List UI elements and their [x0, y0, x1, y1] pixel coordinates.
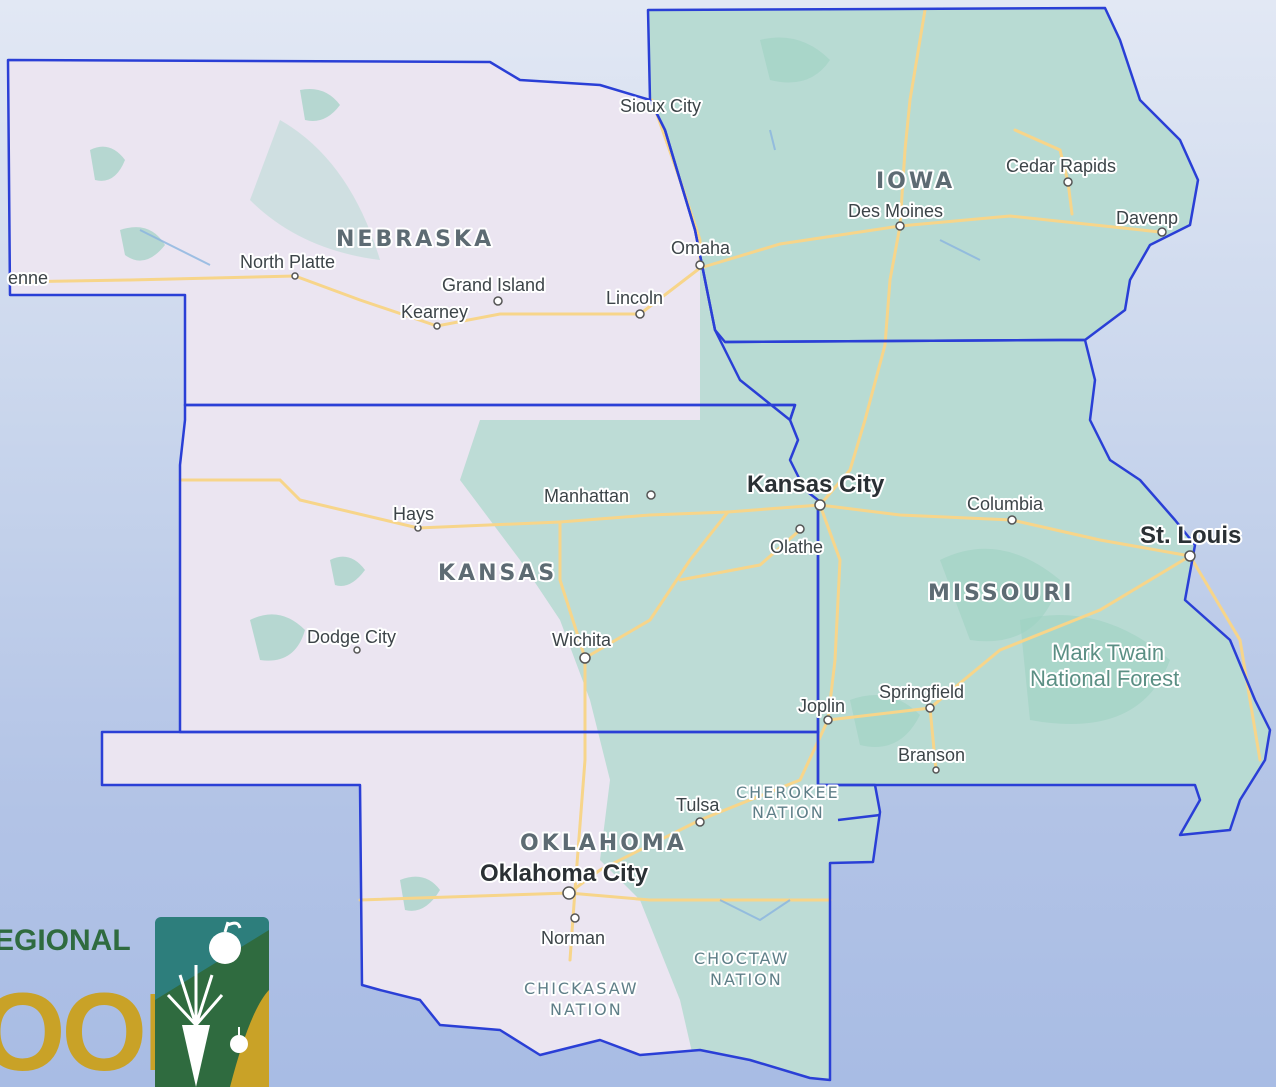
city-olathe: Olathe [770, 537, 823, 557]
regional-food-logo[interactable]: EGIONAL OOD [0, 917, 269, 1087]
nation-cherokee-line1: CHEROKEE [736, 783, 840, 802]
state-labels: NEBRASKA IOWA KANSAS MISSOURI OKLAHOMA [334, 167, 1074, 858]
nation-labels: CHEROKEE NATION CHOCTAW NATION CHICKASAW… [522, 781, 840, 1021]
state-borders [6, 6, 1272, 1082]
water-features [139, 129, 981, 922]
state-label-kansas: KANSAS [438, 561, 557, 586]
nation-cherokee-line2: NATION [752, 803, 825, 822]
state-label-iowa: IOWA [876, 169, 955, 194]
city-dots [291, 177, 1196, 923]
city-sioux-city: Sioux City [620, 96, 701, 116]
city-cheyenne: enne [8, 268, 48, 288]
apple-icon [209, 921, 242, 964]
tomato-icon [230, 1027, 248, 1053]
city-springfield: Springfield [879, 682, 964, 702]
city-lincoln: Lincoln [606, 288, 663, 308]
city-kearney: Kearney [401, 302, 468, 322]
roads [8, 8, 1262, 962]
city-oklahoma-city: Oklahoma City [480, 860, 649, 887]
city-kansas-city: Kansas City [747, 471, 885, 498]
city-branson: Branson [898, 745, 965, 765]
forest-label-line2: National Forest [1030, 666, 1179, 691]
city-omaha: Omaha [671, 238, 731, 258]
city-davenport: Davenp [1116, 208, 1178, 228]
state-nebraska[interactable] [8, 60, 795, 420]
city-grand-island: Grand Island [442, 275, 545, 295]
nation-choctaw-line1: CHOCTAW [694, 949, 789, 968]
city-dodge-city: Dodge City [307, 627, 396, 647]
logo-badge [155, 917, 269, 1087]
city-tulsa: Tulsa [676, 795, 720, 815]
city-norman: Norman [541, 928, 605, 948]
city-north-platte: North Platte [240, 252, 335, 272]
city-labels: Sioux City Cedar Rapids Des Moines Daven… [6, 94, 1243, 950]
state-label-missouri: MISSOURI [928, 581, 1074, 606]
city-cedar-rapids: Cedar Rapids [1006, 156, 1116, 176]
city-hays: Hays [393, 504, 434, 524]
city-manhattan: Manhattan [544, 486, 629, 506]
city-joplin: Joplin [798, 696, 845, 716]
carrot-icon [166, 965, 224, 1087]
city-wichita: Wichita [552, 630, 612, 650]
forest-label: Mark Twain National Forest [1028, 638, 1181, 693]
state-label-nebraska: NEBRASKA [336, 227, 494, 252]
nation-chickasaw-line1: CHICKASAW [524, 979, 639, 998]
city-columbia: Columbia [967, 494, 1044, 514]
forest-label-line1: Mark Twain [1052, 640, 1164, 665]
city-des-moines: Des Moines [848, 201, 943, 221]
nation-choctaw-line2: NATION [710, 970, 783, 989]
city-st-louis: St. Louis [1140, 522, 1241, 549]
state-label-oklahoma: OKLAHOMA [520, 831, 687, 856]
nation-chickasaw-line2: NATION [550, 1000, 623, 1019]
logo-text-top: EGIONAL [0, 924, 131, 957]
